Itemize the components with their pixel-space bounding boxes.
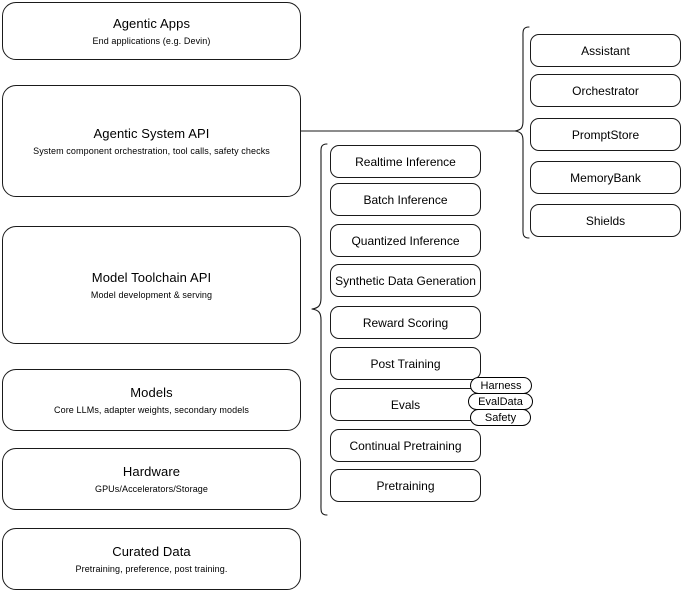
brace-model-toolchain-capabilities <box>308 143 328 521</box>
brace-agentic-system-components <box>513 26 531 246</box>
layer-title: Agentic Apps <box>112 15 191 31</box>
layer-subtitle: Core LLMs, adapter weights, secondary mo… <box>54 404 249 415</box>
component-box-orchestrator[interactable]: Orchestrator <box>530 74 681 107</box>
capability-title: Reward Scoring <box>362 315 449 330</box>
capability-box-post-training[interactable]: Post Training <box>330 347 481 380</box>
layer-box-agentic-system-api[interactable]: Agentic System API System component orch… <box>2 85 301 197</box>
capability-box-synthetic-data-generation[interactable]: Synthetic Data Generation <box>330 264 481 297</box>
layer-title: Models <box>130 384 173 400</box>
layer-box-curated-data[interactable]: Curated Data Pretraining, preference, po… <box>2 528 301 590</box>
eval-pill-harness[interactable]: Harness <box>470 377 532 394</box>
capability-title: Quantized Inference <box>351 233 460 248</box>
layer-box-models[interactable]: Models Core LLMs, adapter weights, secon… <box>2 369 301 431</box>
capability-box-continual-pretraining[interactable]: Continual Pretraining <box>330 429 481 462</box>
component-title: Assistant <box>581 43 630 58</box>
layer-box-agentic-apps[interactable]: Agentic Apps End applications (e.g. Devi… <box>2 2 301 60</box>
layer-title: Curated Data <box>112 543 191 559</box>
component-box-memorybank[interactable]: MemoryBank <box>530 161 681 194</box>
layer-subtitle: Pretraining, preference, post training. <box>75 563 228 574</box>
component-box-promptstore[interactable]: PromptStore <box>530 118 681 151</box>
capability-title: Realtime Inference <box>355 154 456 169</box>
capability-box-reward-scoring[interactable]: Reward Scoring <box>330 306 481 339</box>
component-box-shields[interactable]: Shields <box>530 204 681 237</box>
capability-title: Post Training <box>370 356 441 371</box>
capability-title: Pretraining <box>376 478 435 493</box>
capability-title: Batch Inference <box>363 192 448 207</box>
layer-subtitle: Model development & serving <box>90 289 213 300</box>
capability-box-evals[interactable]: Evals <box>330 388 481 421</box>
capability-box-realtime-inference[interactable]: Realtime Inference <box>330 145 481 178</box>
capability-title: Synthetic Data Generation <box>335 273 476 288</box>
component-title: Orchestrator <box>572 83 639 98</box>
layer-subtitle: GPUs/Accelerators/Storage <box>94 483 209 494</box>
component-title: PromptStore <box>571 127 640 142</box>
eval-pill-safety[interactable]: Safety <box>470 409 531 426</box>
capability-box-pretraining[interactable]: Pretraining <box>330 469 481 502</box>
component-title: Shields <box>585 213 626 228</box>
connector-line-system-api-to-components <box>301 126 517 136</box>
capability-box-quantized-inference[interactable]: Quantized Inference <box>330 224 481 257</box>
layer-box-hardware[interactable]: Hardware GPUs/Accelerators/Storage <box>2 448 301 510</box>
layer-title: Model Toolchain API <box>91 269 212 285</box>
layer-title: Hardware <box>122 463 181 479</box>
component-title: MemoryBank <box>570 170 641 185</box>
capability-title: Evals <box>390 397 421 412</box>
layer-box-model-toolchain-api[interactable]: Model Toolchain API Model development & … <box>2 226 301 344</box>
layer-title: Agentic System API <box>93 125 210 141</box>
layer-subtitle: System component orchestration, tool cal… <box>33 145 270 156</box>
capability-title: Continual Pretraining <box>349 438 462 453</box>
component-box-assistant[interactable]: Assistant <box>530 34 681 67</box>
layer-subtitle: End applications (e.g. Devin) <box>92 35 211 46</box>
capability-box-batch-inference[interactable]: Batch Inference <box>330 183 481 216</box>
eval-pill-evaldata[interactable]: EvalData <box>468 393 533 410</box>
